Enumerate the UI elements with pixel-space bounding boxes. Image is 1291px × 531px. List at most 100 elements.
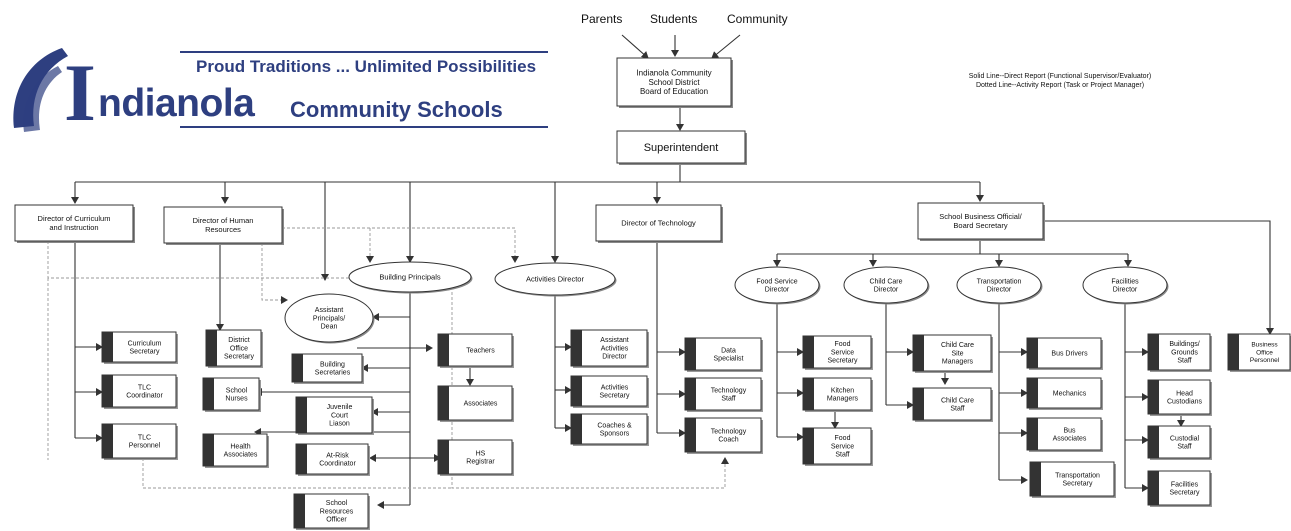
node-tab [1027, 378, 1038, 408]
solid-connector [621, 34, 649, 59]
node-tab [803, 378, 814, 410]
solid-connector [1043, 220, 1274, 335]
node-tab [1027, 338, 1038, 368]
node-tab [296, 397, 307, 433]
node-tab [1148, 426, 1159, 458]
node-associates [437, 385, 513, 421]
node-board [616, 57, 732, 107]
node-child-care-director [843, 266, 929, 304]
stakeholder-community: Community [727, 12, 788, 26]
node-tab [571, 376, 582, 406]
node-tab [203, 378, 214, 410]
node-label-bus-drivers: Bus Drivers [1051, 350, 1088, 357]
node-tab [438, 334, 449, 366]
node-tab [803, 428, 814, 464]
node-label-dir-technology: Director of Technology [621, 219, 696, 228]
node-hs-registrar [437, 439, 513, 475]
node-tab [1148, 334, 1159, 370]
node-building-principals [348, 261, 472, 293]
node-label-associates: Associates [464, 400, 498, 407]
node-tab [1030, 462, 1041, 496]
node-label-activities-director: Activities Director [526, 275, 584, 284]
node-tab [913, 335, 924, 371]
node-facilities-director [1082, 266, 1168, 304]
legend-dotted-line: Dotted Line--Activity Report (Task or Pr… [975, 82, 1145, 89]
node-food-service-director [734, 266, 820, 304]
node-tlc-personnel [101, 423, 177, 459]
legend-solid-line: Solid Line--Direct Report (Functional Su… [968, 73, 1152, 80]
node-tab [203, 434, 214, 466]
node-asst-activities-director [570, 329, 648, 367]
dotted-connector [282, 227, 519, 263]
node-juvenile-court-liaison [295, 396, 373, 434]
node-at-risk-coordinator [295, 443, 369, 475]
solid-connector [711, 34, 741, 59]
node-tab [102, 332, 113, 362]
node-tab [1148, 471, 1159, 505]
node-tab [206, 330, 217, 366]
node-tab [102, 375, 113, 407]
node-activities-secretary [570, 375, 648, 407]
node-tab [913, 388, 924, 420]
node-dir-hr [163, 206, 283, 244]
node-tab [438, 386, 449, 420]
line-legend: Solid Line--Direct Report (Functional Su… [930, 72, 1190, 90]
node-tab [571, 414, 582, 444]
node-curriculum-secretary [101, 331, 177, 363]
stakeholder-students: Students [650, 12, 698, 26]
node-school-resources-officer [293, 493, 369, 529]
node-dir-technology [595, 204, 722, 242]
node-superintendent [616, 130, 746, 164]
node-dir-curriculum [14, 204, 134, 242]
node-tab [685, 378, 696, 410]
node-label-building-principals: Building Principals [379, 273, 441, 282]
node-tab [685, 418, 696, 452]
node-food-service-secretary [802, 335, 872, 369]
node-tab [294, 494, 305, 528]
logo-tagline: Proud Traditions ... Unlimited Possibili… [196, 57, 537, 76]
node-label-mechanics: Mechanics [1053, 390, 1087, 397]
node-tab [1027, 418, 1038, 450]
logo-name: ndianola [98, 82, 255, 125]
node-bus-drivers [1026, 337, 1102, 369]
node-label-coaches-sponsors: Coaches &Sponsors [597, 422, 632, 437]
node-technology-staff [684, 377, 762, 411]
logo-subtitle: Community Schools [290, 97, 503, 122]
logo-initial: I [64, 47, 96, 138]
node-technology-coach [684, 417, 762, 453]
node-label-teachers: Teachers [466, 347, 495, 354]
node-tab [296, 444, 307, 474]
node-tab [571, 330, 582, 366]
node-activities-director [494, 262, 616, 296]
